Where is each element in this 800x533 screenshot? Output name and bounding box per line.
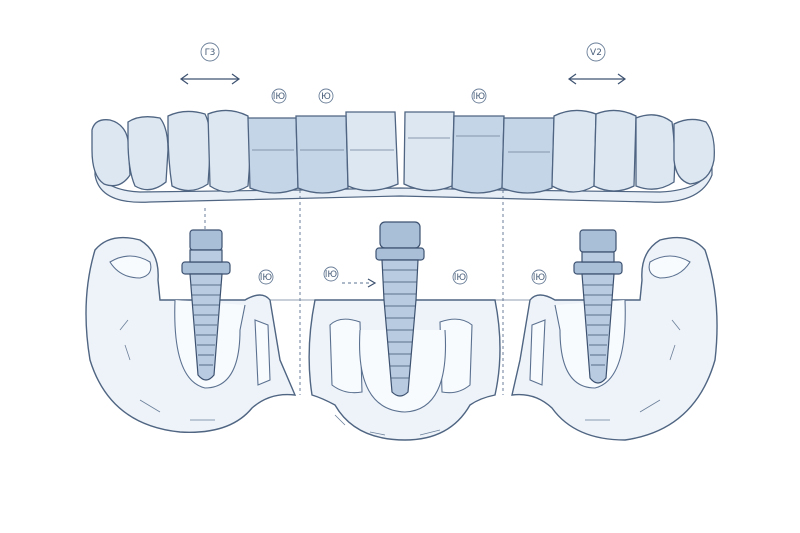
implant-abutment bbox=[379, 221, 421, 249]
tooth bbox=[501, 117, 555, 194]
svg-text:lЮ: lЮ bbox=[473, 92, 486, 102]
root-detail bbox=[529, 319, 546, 386]
jaw-label-center-right: lЮ bbox=[452, 269, 468, 285]
jaw-label-center-left: lЮ bbox=[323, 266, 339, 282]
implant-collar bbox=[573, 261, 623, 275]
implant-collar bbox=[181, 261, 231, 275]
implant-threads bbox=[191, 284, 221, 366]
tooth-label-3: lЮ bbox=[471, 88, 487, 104]
tooth bbox=[451, 115, 505, 194]
tooth bbox=[635, 114, 676, 190]
jaw-arrows bbox=[334, 414, 441, 436]
arrowhead-icon bbox=[367, 278, 377, 288]
center-jaw-section: lЮ lЮ bbox=[308, 221, 501, 441]
root-detail bbox=[254, 319, 271, 386]
implant-abutment bbox=[189, 229, 223, 251]
jaw-inner bbox=[439, 318, 473, 394]
tooth bbox=[91, 119, 131, 187]
tooth bbox=[551, 109, 597, 193]
implant-abutment bbox=[579, 229, 617, 253]
tooth bbox=[345, 111, 399, 192]
top-right-marker: V2 bbox=[567, 42, 627, 85]
top-left-label: Γ3 bbox=[205, 48, 216, 58]
upper-teeth-row bbox=[91, 109, 715, 203]
tooth-crown bbox=[109, 255, 152, 279]
left-jaw-section: lЮ bbox=[85, 229, 297, 433]
jaw-label-left: lЮ bbox=[258, 269, 274, 285]
jaw-inner bbox=[329, 318, 363, 394]
label-circle bbox=[586, 42, 606, 62]
svg-text:lЮ: lЮ bbox=[273, 92, 286, 102]
tooth bbox=[593, 109, 637, 192]
right-jaw-section: lЮ bbox=[511, 229, 718, 441]
tooth-crown bbox=[648, 255, 691, 279]
tooth bbox=[673, 118, 715, 185]
double-arrow-icon bbox=[179, 73, 241, 85]
tooth bbox=[127, 116, 169, 191]
svg-text:lЮ: lЮ bbox=[260, 273, 273, 283]
tooth bbox=[247, 117, 299, 194]
implant-threads bbox=[583, 284, 613, 366]
jaw-arrows bbox=[585, 319, 681, 421]
svg-text:Ю: Ю bbox=[321, 92, 331, 102]
svg-text:lЮ: lЮ bbox=[454, 273, 467, 283]
top-left-marker: Γ3 bbox=[179, 42, 241, 85]
implant-threads bbox=[383, 269, 417, 379]
tooth bbox=[403, 111, 455, 192]
double-arrow-icon bbox=[567, 73, 627, 85]
tooth bbox=[207, 109, 251, 193]
tooth-label-1: lЮ bbox=[271, 88, 287, 104]
tooth bbox=[295, 115, 349, 194]
implant-collar bbox=[375, 247, 425, 261]
tooth-label-2: Ю bbox=[318, 88, 334, 104]
tooth bbox=[167, 110, 212, 192]
jaw-arrows bbox=[119, 319, 215, 421]
label-circle bbox=[200, 42, 220, 62]
svg-text:lЮ: lЮ bbox=[533, 273, 546, 283]
gum-band bbox=[94, 164, 713, 203]
jaw-label-right: lЮ bbox=[531, 269, 547, 285]
top-right-label: V2 bbox=[590, 48, 602, 58]
svg-text:lЮ: lЮ bbox=[325, 270, 338, 280]
